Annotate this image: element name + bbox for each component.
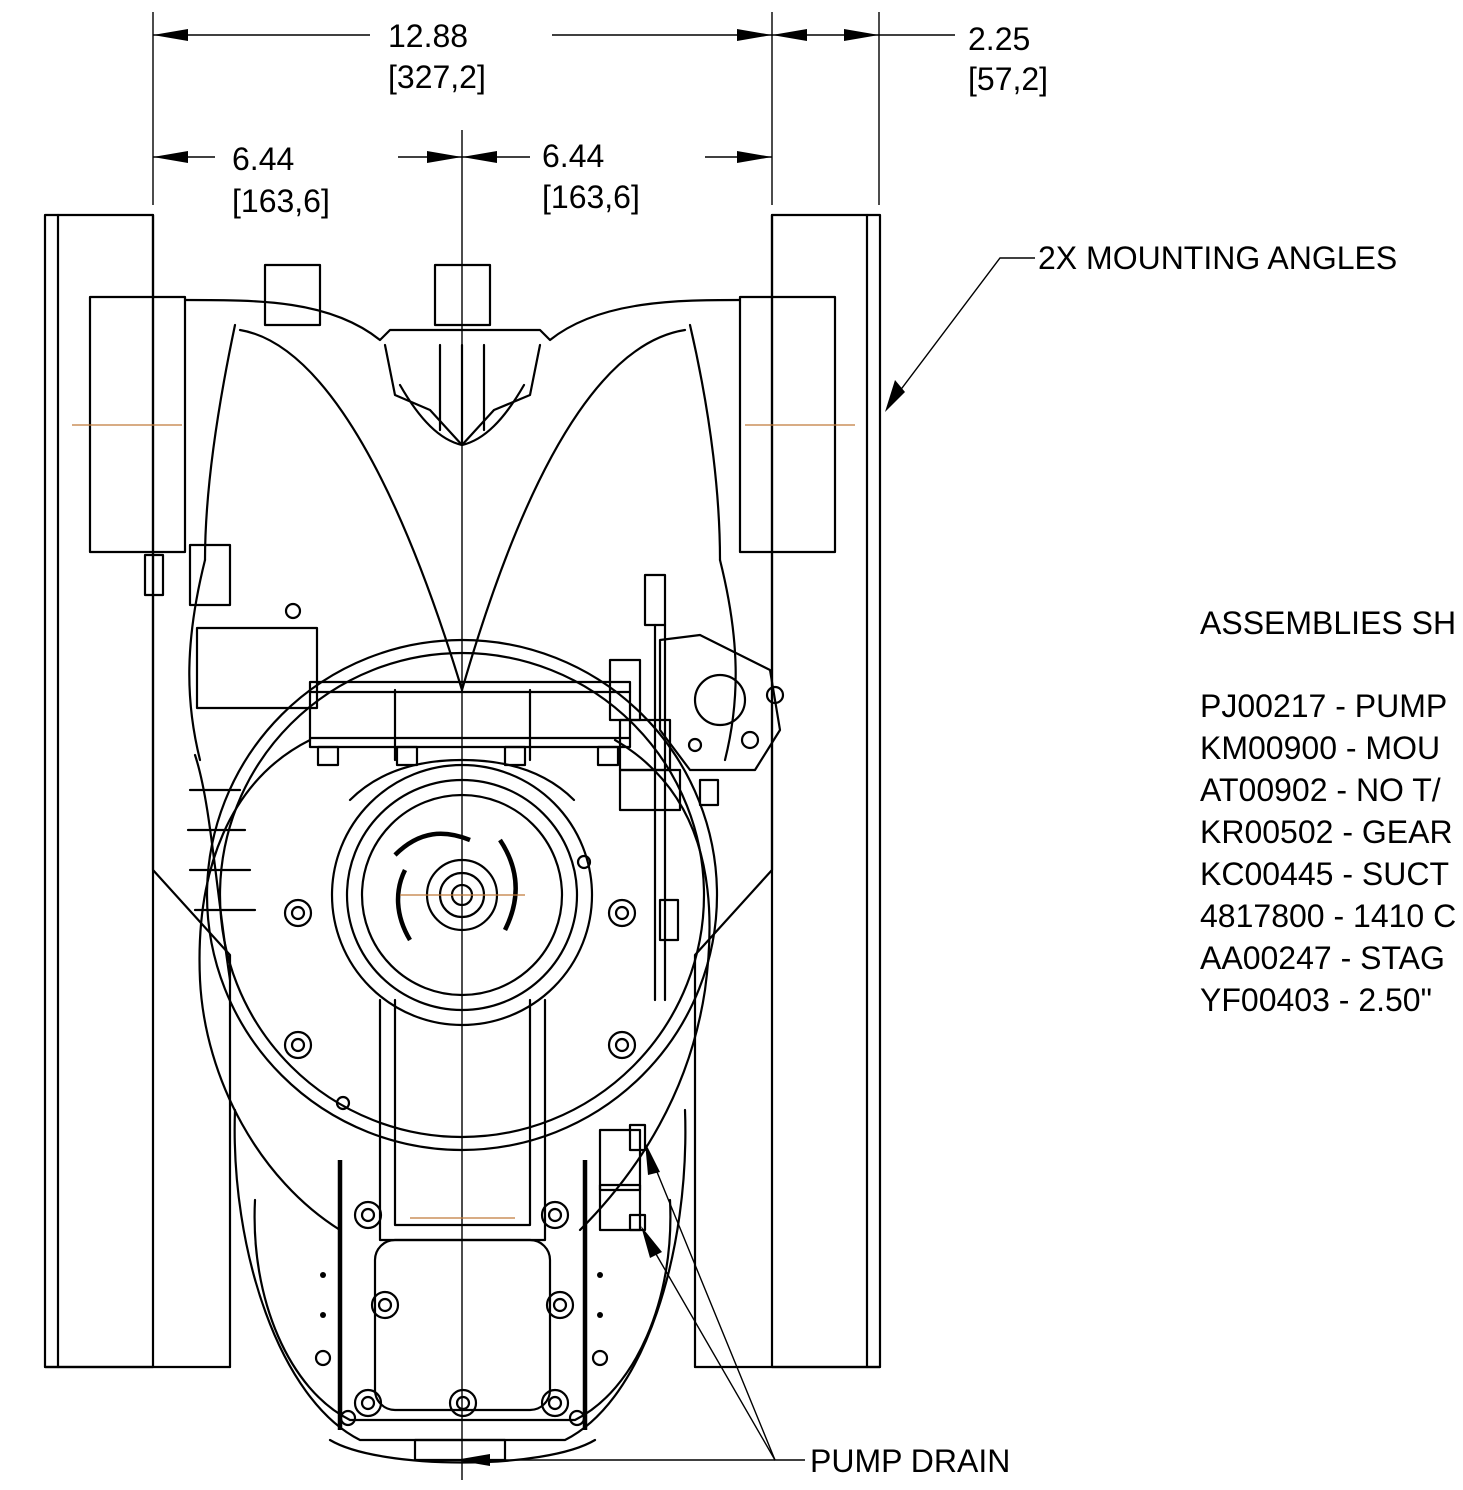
assembly-item: KM00900 - MOU <box>1200 730 1440 766</box>
right-half-value: 6.44 <box>542 138 604 174</box>
angle-width-value: 2.25 <box>968 21 1030 57</box>
angle-width-metric: [57,2] <box>968 61 1048 97</box>
right-half-metric: [163,6] <box>542 179 640 215</box>
mounting-angle-left <box>43 213 232 1369</box>
pump-drain-callout: PUMP DRAIN <box>810 1443 1010 1479</box>
assembly-item: YF00403 - 2.50" <box>1200 982 1432 1018</box>
assembly-item: PJ00217 - PUMP <box>1200 688 1447 724</box>
assembly-item: AA00247 - STAG <box>1200 940 1445 976</box>
assembly-item: 4817800 - 1410 C <box>1200 898 1456 934</box>
assembly-item: AT00902 - NO T/ <box>1200 772 1441 808</box>
pump-body <box>88 263 837 1464</box>
assemblies-list: ASSEMBLIES SH PJ00217 - PUMP KM00900 - M… <box>1200 605 1456 1018</box>
mounting-angles-callout: 2X MOUNTING ANGLES <box>1038 240 1397 276</box>
assembly-item: KC00445 - SUCT <box>1200 856 1449 892</box>
left-half-value: 6.44 <box>232 141 294 177</box>
mounting-angle-right <box>693 213 882 1369</box>
centerlines <box>72 424 855 1219</box>
assembly-item: KR00502 - GEAR <box>1200 814 1453 850</box>
overall-width-value: 12.88 <box>388 18 468 54</box>
assemblies-heading: ASSEMBLIES SH <box>1200 605 1456 641</box>
mounting-angles-leader <box>885 257 1035 412</box>
pump-drain-leader <box>455 1142 805 1466</box>
left-half-metric: [163,6] <box>232 183 330 219</box>
overall-width-metric: [327,2] <box>388 59 486 95</box>
